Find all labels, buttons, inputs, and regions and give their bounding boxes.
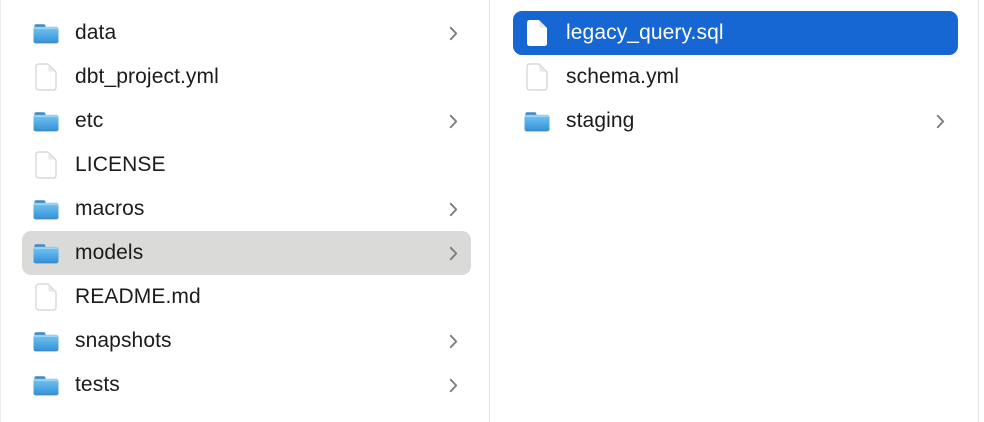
chevron-right-icon [936,114,945,128]
item-icon [33,106,59,136]
chevron-right-icon [449,334,458,348]
chevron-right-icon [449,114,458,128]
folder-icon [33,199,59,219]
folder-icon [33,111,59,131]
item-icon [33,282,59,312]
item-label: tests [75,372,120,396]
row-LICENSE[interactable]: LICENSE [22,143,471,187]
item-icon [33,18,59,48]
file-icon [35,151,57,179]
item-label: schema.yml [566,64,680,88]
finder-column-models: legacy_query.sql schema.yml [490,0,979,422]
row-README.md[interactable]: README.md [22,275,471,319]
item-icon [33,326,59,356]
folder-icon [33,375,59,395]
row-etc[interactable]: etc [22,99,471,143]
row-tests[interactable]: tests [22,363,471,407]
item-icon [33,238,59,268]
item-label: legacy_query.sql [566,20,724,44]
item-icon [524,106,550,136]
row-legacy_query.sql[interactable]: legacy_query.sql [513,11,958,55]
chevron-right-icon [449,246,458,260]
row-schema.yml[interactable]: schema.yml [513,55,958,99]
file-icon [527,20,547,46]
item-icon [524,62,550,92]
item-label: README.md [75,284,201,308]
row-dbt_project.yml[interactable]: dbt_project.yml [22,55,471,99]
file-icon [35,283,57,311]
finder-column-parent: data dbt_project.yml [0,0,490,422]
item-icon [524,18,550,48]
file-icon [526,63,548,91]
item-label: macros [75,196,145,220]
folder-icon [33,331,59,351]
row-data[interactable]: data [22,11,471,55]
file-icon [35,63,57,91]
folder-icon [33,243,59,263]
item-label: etc [75,108,104,132]
row-models[interactable]: models [22,231,471,275]
item-label: models [75,240,144,264]
item-icon [33,370,59,400]
row-macros[interactable]: macros [22,187,471,231]
row-staging[interactable]: staging [513,99,958,143]
item-icon [33,194,59,224]
item-label: LICENSE [75,152,166,176]
chevron-right-icon [449,202,458,216]
row-snapshots[interactable]: snapshots [22,319,471,363]
item-icon [33,150,59,180]
item-label: snapshots [75,328,172,352]
folder-icon [33,23,59,43]
chevron-right-icon [449,26,458,40]
item-label: data [75,20,117,44]
item-label: staging [566,108,635,132]
item-icon [33,62,59,92]
chevron-right-icon [449,378,458,392]
folder-icon [524,111,550,131]
item-label: dbt_project.yml [75,64,219,88]
